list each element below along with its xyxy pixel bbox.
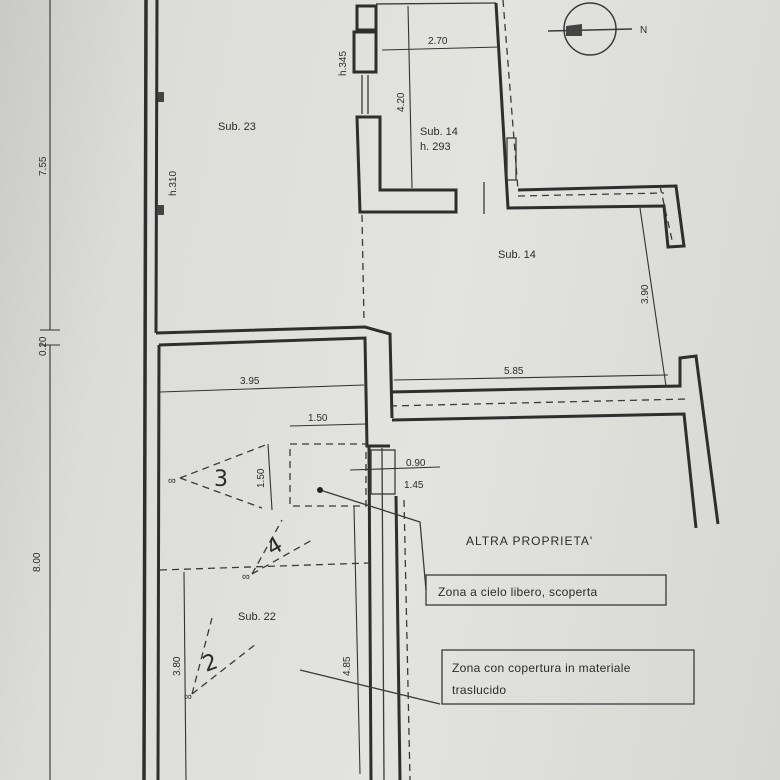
leader-open-zone: [319, 489, 427, 591]
dim-line-485: [353, 505, 361, 775]
corridor-dashed: [389, 398, 689, 407]
dim-label-270: 2.70: [428, 36, 448, 47]
dim-label-150-vertical: 1.50: [256, 468, 267, 488]
dim-line-420: [407, 5, 413, 189]
dim-line-380: [183, 571, 187, 780]
inner-wall-left-upper: [154, 0, 159, 334]
dim-label-145: 1.45: [404, 480, 424, 491]
lower-dashed-line: [403, 499, 411, 780]
leader-dot: [317, 487, 323, 493]
room-label-sub14: Sub. 14: [498, 249, 536, 261]
corridor-wall-bottom: [391, 412, 698, 529]
view-cone-3-icon: 3 ∞: [168, 443, 269, 509]
camera-icon-4: ∞: [242, 571, 250, 583]
dim-label-395: 3.95: [240, 376, 260, 387]
dim-label-090: 0.90: [406, 458, 426, 469]
dim-tick-020: [40, 329, 60, 346]
center-dashed-line: [361, 214, 365, 323]
covered-zone-note-line2: traslucido: [452, 683, 506, 697]
wall-notch-top: [158, 92, 164, 102]
sub14-dashed-edge: [502, 0, 673, 241]
room-label-sub23: Sub. 23: [218, 121, 256, 133]
sub14-inner-wall: [352, 4, 458, 214]
dim-line-390: [639, 207, 667, 387]
room-label-sub22: Sub. 22: [238, 611, 276, 623]
open-zone-note: Zona a cielo libero, scoperta: [438, 585, 597, 599]
outer-wall-left: [142, 0, 148, 780]
dim-label-755: 7.55: [38, 156, 49, 176]
compass-north-label: N: [640, 25, 647, 36]
wall-notch-bottom: [158, 205, 164, 215]
corridor-wall-top: [389, 354, 720, 525]
dim-label-380: 3.80: [172, 656, 183, 676]
dim-line-395: [159, 384, 365, 393]
window-opening: [370, 449, 396, 495]
inner-wall-left-lower: [156, 344, 161, 780]
dim-label-585: 5.85: [504, 366, 524, 377]
dim-line-585: [393, 374, 669, 381]
height-label-310: h.310: [168, 171, 179, 196]
dim-label-020: 0.20: [38, 336, 49, 356]
covered-zone-note-box: [441, 649, 695, 705]
open-sky-zone: [289, 443, 367, 507]
dim-label-150-horizontal: 1.50: [308, 413, 328, 424]
dim-line-150h: [289, 423, 367, 427]
sub14-right-wall: [494, 2, 686, 249]
view-number-3: 3: [214, 467, 228, 492]
dim-line-090: [349, 466, 441, 471]
partition-wall-lower: [158, 336, 390, 448]
view-number-4: 4: [263, 533, 288, 562]
dim-label-390: 3.90: [640, 284, 651, 304]
dim-label-420: 4.20: [396, 92, 407, 112]
lower-middle-wall-left: [367, 445, 373, 780]
compass-icon: N: [547, 2, 647, 56]
dim-line-150v: [267, 443, 273, 511]
room-label-altra-proprieta: ALTRA PROPRIETA': [466, 534, 593, 548]
room-label-sub14-inner: Sub. 14: [420, 126, 458, 138]
view-number-2: 2: [200, 649, 222, 677]
dim-line-270: [381, 46, 501, 51]
lower-middle-wall-inner: [381, 447, 385, 780]
camera-icon-3: ∞: [168, 475, 176, 487]
sub22-dashed-line: [159, 562, 370, 571]
view-cone-2-icon: 2 ∞: [184, 617, 257, 703]
sub14-top-wall: [375, 2, 497, 5]
leader-covered-zone: [299, 669, 441, 705]
dim-label-800: 8.00: [32, 552, 43, 572]
partition-wall-upper: [155, 325, 394, 419]
room-height-sub14-inner: h. 293: [420, 141, 451, 153]
height-label-345: h.345: [338, 51, 349, 76]
covered-zone-note-line1: Zona con copertura in materiale: [452, 661, 631, 675]
camera-icon-2: ∞: [184, 691, 192, 703]
lower-middle-wall-right: [394, 495, 402, 780]
dim-label-485: 4.85: [342, 656, 353, 676]
view-cone-4-icon: 4 ∞: [242, 519, 313, 583]
open-zone-note-box: [425, 574, 667, 606]
